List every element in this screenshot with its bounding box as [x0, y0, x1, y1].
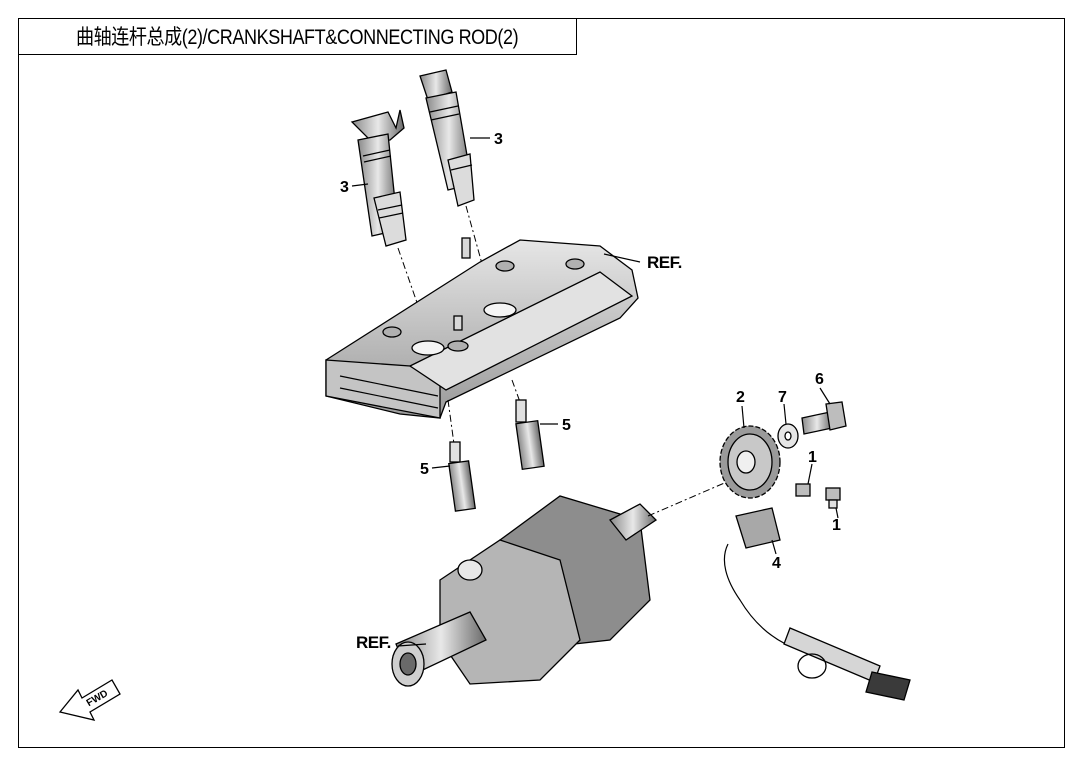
callout-plug-left: 5 [420, 461, 429, 478]
leader-ref-crank [397, 643, 427, 647]
small-bolt-top [795, 483, 811, 497]
leader-bolt [819, 387, 831, 405]
callout-ref-cover: REF. [647, 253, 682, 272]
title-box: 曲轴连杆总成(2)/CRANKSHAFT&CONNECTING ROD(2) [18, 18, 577, 55]
leader-crank-sprocket [647, 477, 737, 517]
callout-ref-crank: REF. [356, 633, 391, 652]
leader-ref-cover [603, 253, 641, 263]
crankshaft [391, 495, 658, 687]
washer [777, 423, 799, 449]
leader-sensor [771, 539, 777, 555]
callout-washer: 7 [778, 389, 787, 406]
callout-plug-right: 5 [562, 417, 571, 434]
callout-sprocket: 2 [736, 389, 745, 406]
callout-bolt: 6 [815, 371, 824, 388]
timing-sprocket [719, 425, 781, 499]
callout-small-bolt-right: 1 [832, 517, 841, 534]
ignition-coil-right [419, 69, 475, 207]
drawing-frame [18, 18, 1065, 748]
spark-plug-left [448, 441, 476, 512]
spark-plug-right [515, 399, 545, 471]
leader-plug-left [447, 399, 455, 445]
callout-sensor: 4 [772, 555, 781, 572]
callout-coil-right: 3 [494, 131, 503, 148]
sprocket-bolt [801, 401, 847, 435]
valve-cover [325, 237, 639, 419]
callout-small-bolt-top: 1 [808, 449, 817, 466]
leader-small-bolt-top [807, 463, 813, 485]
page-title: 曲轴连杆总成(2)/CRANKSHAFT&CONNECTING ROD(2) [75, 26, 519, 49]
crank-position-sensor [723, 507, 911, 701]
fwd-arrow-icon: FWD [58, 679, 121, 721]
leader-plug-right [511, 379, 521, 403]
leader-washer [783, 403, 787, 425]
callout-coil-left: 3 [340, 179, 349, 196]
ignition-coil-left [350, 109, 407, 247]
small-bolt-right [825, 487, 841, 509]
leader-sprocket [741, 405, 745, 429]
leader-small-bolt-right [835, 507, 839, 519]
